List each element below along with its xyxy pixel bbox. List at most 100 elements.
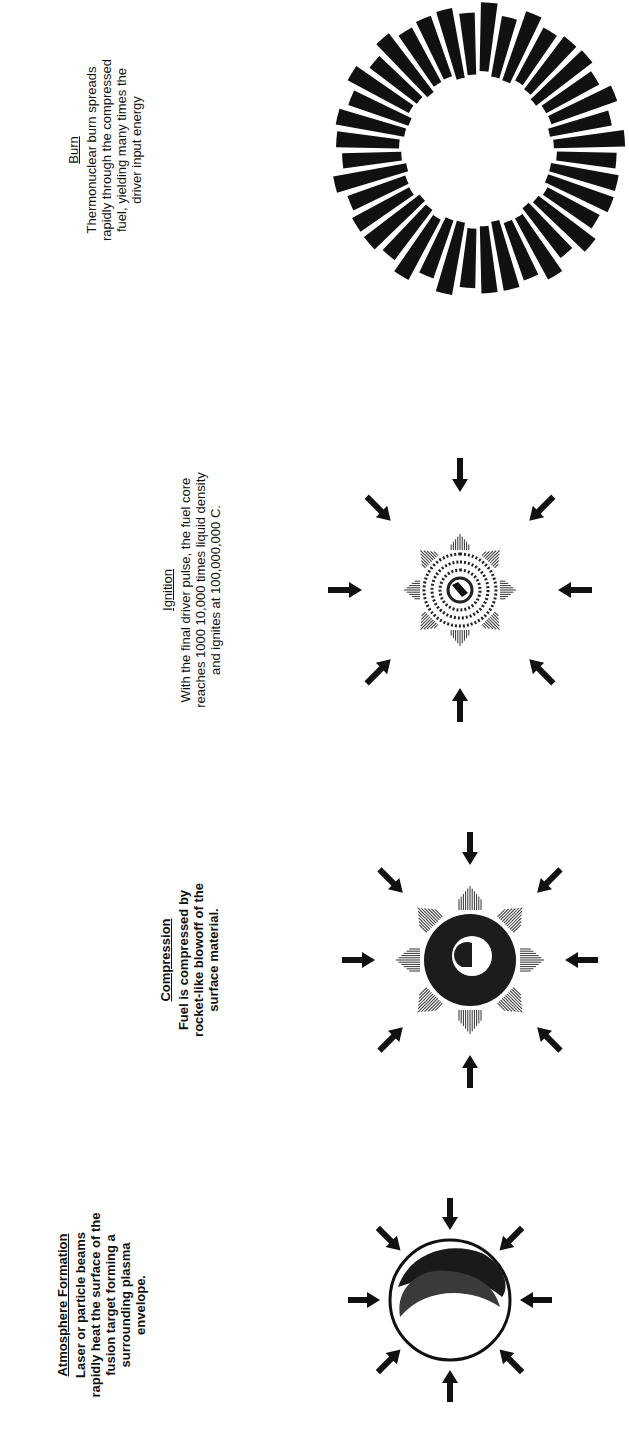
blowoff-hatch — [464, 630, 465, 641]
stage-heading: Compression — [158, 873, 173, 1048]
burn-stage-picture — [333, 2, 625, 295]
blowoff-hatch — [507, 911, 522, 926]
blowoff-hatch — [420, 550, 431, 561]
blowoff-hatch — [460, 534, 461, 550]
blowoff-hatch — [510, 991, 521, 1002]
blowoff-hatch — [412, 596, 420, 597]
stage-heading: Burn — [66, 53, 81, 248]
burn-wedge — [553, 130, 625, 148]
burn-wedge — [459, 12, 476, 75]
driver-arrow — [374, 864, 409, 899]
driver-arrow — [452, 688, 468, 722]
blowoff-hatch — [459, 899, 460, 910]
hatched-core — [424, 554, 496, 626]
blowoff-hatch — [500, 598, 505, 599]
blowoff-hatch — [462, 537, 463, 550]
blowoff-hatch — [462, 630, 463, 643]
blowoff-hatch — [422, 612, 426, 616]
blowoff-hatch — [453, 630, 454, 638]
blowoff-hatch — [520, 962, 541, 963]
blowoff-hatch — [419, 918, 430, 929]
blowoff-hatch — [501, 909, 512, 920]
blowoff-hatch — [520, 968, 533, 969]
blowoff-hatch — [476, 894, 477, 910]
stage-description: Laser or particle beams rapidly heat the… — [73, 1210, 148, 1400]
driver-arrow — [372, 1222, 406, 1256]
blowoff-hatch — [455, 539, 456, 550]
driver-arrow — [494, 1222, 528, 1256]
blowoff-hatch — [498, 1003, 506, 1011]
blowoff-hatch — [407, 592, 420, 593]
driver-arrow — [328, 582, 362, 598]
driver-arrow — [361, 491, 396, 526]
blowoff-hatch — [409, 585, 420, 586]
driver-arrow — [532, 864, 567, 899]
heated-surface — [399, 1270, 500, 1317]
blowoff-hatch — [404, 966, 420, 967]
blowoff-hatch — [500, 590, 516, 591]
stage-heading: Ignition — [160, 468, 175, 713]
blowoff-hatch — [451, 545, 452, 550]
blowoff-hatch — [520, 953, 536, 954]
driver-arrow — [372, 1344, 406, 1378]
driver-arrow — [462, 1055, 478, 1088]
driver-arrow — [532, 1022, 567, 1057]
stage-description: Fuel is compressed by rocket-like blowof… — [176, 873, 221, 1048]
blowoff-hatch — [428, 1000, 439, 1011]
blowoff-hatch — [500, 594, 511, 595]
blowoff-hatch — [412, 583, 420, 584]
blowoff-hatch — [500, 581, 505, 582]
blowoff-hatch — [453, 542, 454, 550]
blowoff-hatch — [500, 592, 513, 593]
blowoff-hatch — [404, 953, 420, 954]
fuel-core — [454, 942, 472, 967]
blowoff-hatch — [500, 583, 508, 584]
blowoff-hatch — [407, 587, 420, 588]
blowoff-hatch — [421, 908, 436, 923]
blowoff-hatch — [500, 585, 511, 586]
blowoff-hatch — [472, 889, 473, 910]
blowoff-hatch — [461, 1010, 462, 1023]
burn-wedge — [480, 226, 498, 294]
blowoff-hatch — [474, 1010, 475, 1029]
driver-arrow — [348, 1292, 380, 1308]
blowoff-hatch — [404, 590, 420, 591]
blowoff-hatch — [468, 545, 469, 550]
blowoff-hatch — [459, 1010, 460, 1021]
blowoff-hatching — [396, 534, 544, 1034]
blowoff-hatch — [513, 925, 521, 933]
burn-wedge — [342, 152, 402, 169]
blowoff-hatch — [396, 960, 420, 961]
blowoff-hatch — [470, 886, 471, 910]
ignition-stage-picture — [424, 554, 496, 626]
blowoff-hatch — [474, 891, 475, 910]
stage-description: Thermonuclear burn spreads rapidly throu… — [84, 53, 144, 248]
blowoff-hatch — [407, 968, 420, 969]
blowoff-hatch — [470, 1010, 471, 1034]
driver-arrows — [328, 458, 598, 1402]
blowoff-hatch — [431, 623, 437, 629]
blowoff-hatch — [520, 966, 536, 967]
blowoff-hatch — [520, 955, 539, 956]
ignited-core — [448, 578, 472, 602]
blowoff-hatch — [399, 962, 420, 963]
stage-heading: Atmosphere Formation — [55, 1210, 70, 1400]
blowoff-hatch — [409, 949, 420, 950]
ignited-core — [452, 582, 468, 597]
blowoff-hatch — [472, 1010, 473, 1031]
blowoff-hatch — [420, 618, 431, 629]
blowoff-hatch — [415, 581, 420, 582]
blowoff-hatch — [463, 1010, 464, 1026]
driver-arrow — [374, 1022, 409, 1057]
driver-arrow — [558, 582, 592, 598]
hatched-core — [432, 562, 488, 618]
blowoff-hatch — [520, 964, 539, 965]
hatched-core — [440, 570, 480, 610]
blowoff-hatch — [401, 964, 420, 965]
blowoff-hatch — [409, 594, 420, 595]
blowoff-hatch — [435, 909, 443, 917]
blowoff-hatch — [481, 899, 482, 910]
blowoff-hatch — [409, 971, 420, 972]
blowoff-hatch — [461, 897, 462, 910]
